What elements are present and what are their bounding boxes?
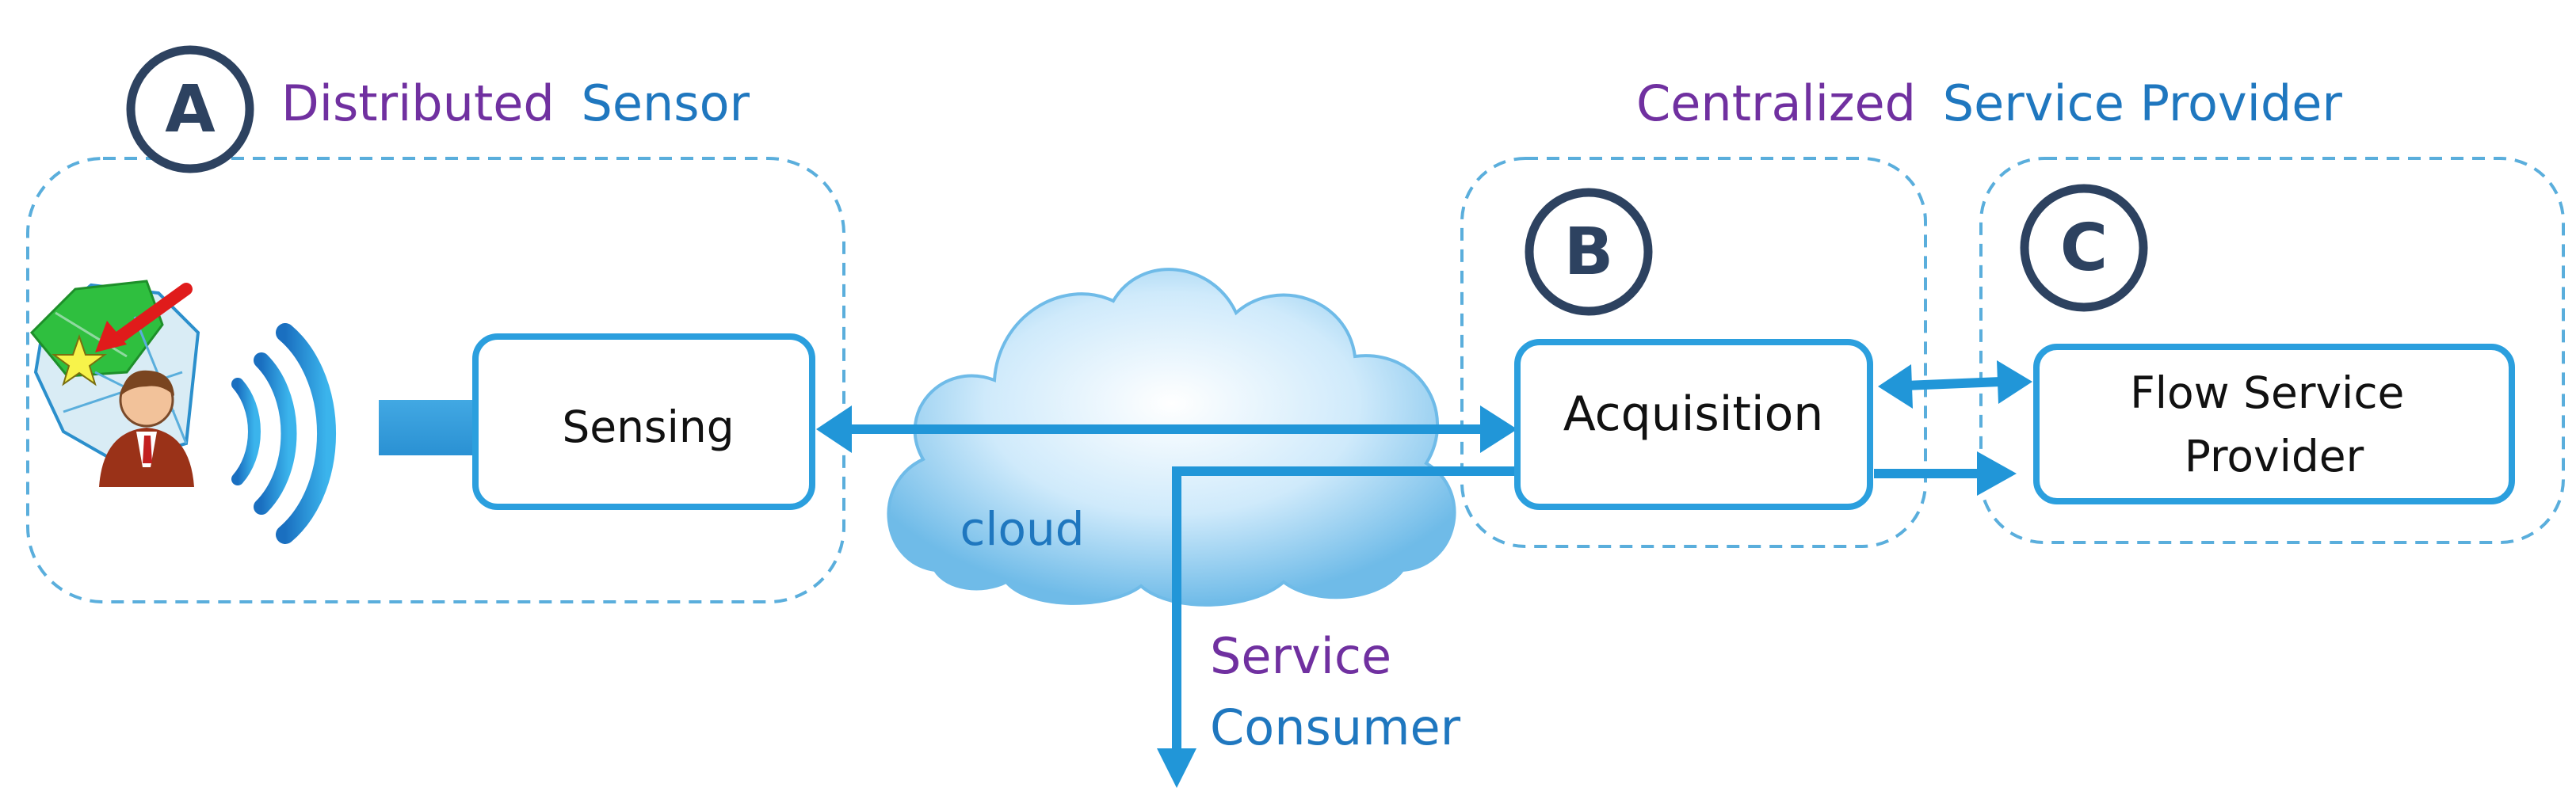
consumer-word: Consumer: [1210, 698, 1461, 756]
acquisition-box: [1514, 339, 1873, 510]
flow-line2: Provider: [2185, 431, 2364, 481]
map-user-icon: [29, 280, 200, 487]
flow-service-provider-box: [2033, 344, 2515, 504]
service-word: Service: [1210, 627, 1391, 685]
acquisition-label: Acquisition: [1563, 386, 1824, 442]
acquisition-flow-arrow: [1874, 451, 2017, 496]
centralized-word: Centralized: [1636, 74, 1916, 132]
badge-c-letter: C: [2060, 211, 2108, 286]
badge-a: A: [126, 45, 254, 173]
badge-b: B: [1525, 188, 1653, 316]
acquisition-group: [1460, 157, 1927, 548]
cloud-icon: cloud: [887, 268, 1456, 607]
service-consumer-arrow: [1157, 466, 1517, 788]
badge-a-letter: A: [165, 72, 216, 147]
flow-service-provider-label: Flow Service Provider: [2130, 367, 2418, 481]
service-consumer-label: Service Consumer: [1210, 627, 1461, 756]
sensing-acquisition-link: [816, 405, 1517, 453]
flow-line1: Flow Service: [2130, 367, 2404, 418]
sensing-label: Sensing: [562, 402, 734, 452]
sensor-word: Sensor: [581, 74, 750, 132]
distributed-sensor-title: Distributed Sensor: [281, 74, 750, 132]
wireless-signal-icon: [231, 323, 337, 544]
badge-c: C: [2020, 184, 2148, 312]
acquisition-flow-double-arrow: [1878, 360, 2032, 409]
sensing-box: [472, 333, 815, 510]
service-provider-words: Service Provider: [1943, 74, 2343, 132]
cloud-label: cloud: [960, 502, 1084, 556]
distributed-sensor-group: [26, 157, 845, 603]
flow-service-group: [1979, 157, 2565, 544]
centralized-provider-title: Centralized Service Provider: [1636, 74, 2342, 132]
distributed-word: Distributed: [281, 74, 555, 132]
badge-b-letter: B: [1564, 215, 1614, 290]
